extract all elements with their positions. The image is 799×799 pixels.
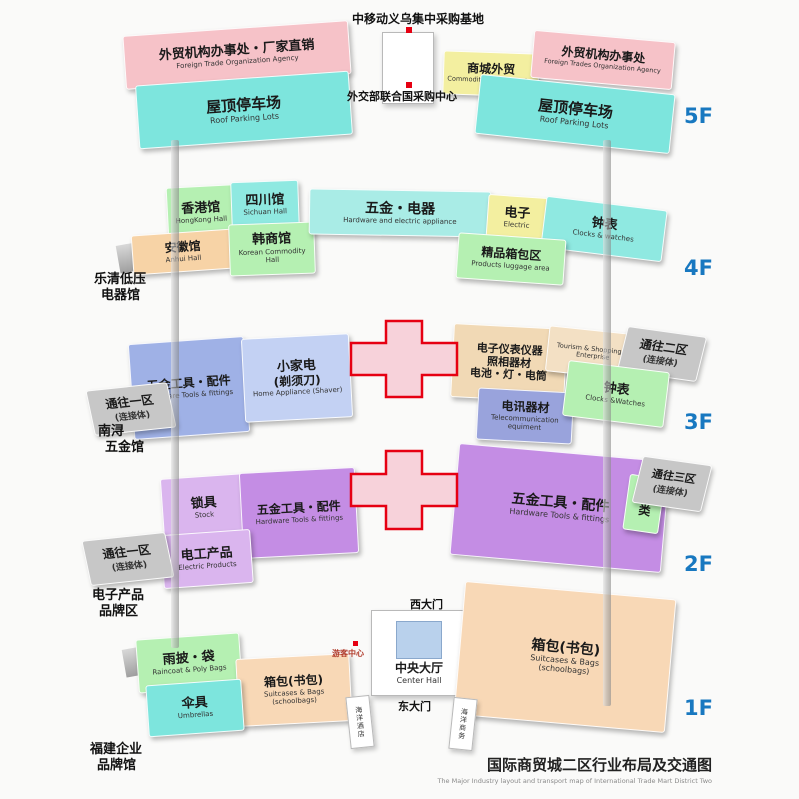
crossroad-shape-2f bbox=[349, 449, 459, 531]
f1-side-note: 福建企业 品牌馆 bbox=[90, 742, 142, 775]
f2-side-note-line1: 电子产品 bbox=[92, 588, 145, 603]
f5-center-building bbox=[382, 32, 434, 104]
f1-bags-right-block: 箱包(书包) Suitcases & Bags (schoolbags) bbox=[453, 581, 677, 733]
f2-to-district3-connector: 通往三区 (连接体) bbox=[631, 455, 713, 513]
floor-label-4f: 4F bbox=[684, 256, 713, 280]
f3-to-district1-sub: (连接体) bbox=[114, 410, 152, 425]
f1-visitor-center-label: 游客中心 bbox=[332, 649, 364, 658]
map-caption-en: The Major Industry layout and transport … bbox=[437, 777, 712, 785]
f4-hardware-electric-en: Hardware and electric appliance bbox=[343, 216, 457, 227]
f4-sichuan-hall-zh: 四川馆 bbox=[245, 191, 285, 209]
f4-hardware-electric-block: 五金・电器 Hardware and electric appliance bbox=[308, 188, 492, 238]
f1-center-hall-core bbox=[396, 621, 442, 659]
f2-to-district1-sub: (连接体) bbox=[111, 560, 149, 575]
f3-instruments-line3: 电池・灯・电筒 bbox=[469, 366, 548, 384]
f2-side-note: 电子产品 品牌区 bbox=[92, 588, 144, 621]
map-caption: 国际商贸城二区行业布局及交通图 The Major Industry layou… bbox=[400, 754, 712, 785]
map-caption-zh: 国际商贸城二区行业布局及交通图 bbox=[486, 756, 712, 774]
f1-side-note-line2: 品牌馆 bbox=[97, 758, 137, 774]
f3-telecom-block: 电讯器材 Telecommunication equiment bbox=[475, 387, 575, 445]
f4-korean-hall-zh: 韩商馆 bbox=[251, 231, 292, 249]
f3-telecom-en: Telecommunication equiment bbox=[490, 413, 559, 432]
f4-hongkong-hall-en: HongKong Hall bbox=[175, 215, 228, 226]
f1-side-note-line1: 福建企业 bbox=[90, 742, 143, 757]
f5-roof-parking-left-block: 屋顶停车场 Roof Parking Lots bbox=[135, 70, 353, 150]
red-marker-dot-top bbox=[406, 27, 412, 33]
f4-side-note-line2: 电器馆 bbox=[101, 288, 141, 304]
f4-side-note: 乐清低压 电器馆 bbox=[94, 272, 146, 305]
f5-top-annotation: 中移动义乌集中采购基地 bbox=[352, 12, 485, 26]
f2-to-district1-connector: 通往一区 (连接体) bbox=[81, 531, 175, 587]
f1-umbrellas-block: 伞具 Umbrellas bbox=[145, 678, 245, 738]
f4-korean-hall-block: 韩商馆 Korean Commodity Hall bbox=[228, 221, 316, 277]
f1-bags-left-block: 箱包(书包) Suitcases & Bags (schoolbags) bbox=[235, 653, 353, 727]
visitor-center-dot bbox=[353, 641, 358, 646]
f3-side-note-line1: 南浔 bbox=[98, 424, 125, 439]
f3-clocks-block: 钟表 Clocks &Watches bbox=[561, 359, 671, 429]
f1-center-hall-en: Center Hall bbox=[396, 675, 442, 685]
f1-center-hall-block: 中央大厅 Center Hall bbox=[371, 610, 467, 696]
f3-side-note: 南浔 五金馆 bbox=[98, 424, 144, 457]
floor-label-3f: 3F bbox=[684, 410, 713, 434]
f4-anhui-hall-block: 安徽馆 Anhui Hall bbox=[130, 228, 236, 276]
f1-bags-left-en2: (schoolbags) bbox=[272, 695, 318, 707]
f3-side-note-line2: 五金馆 bbox=[105, 440, 145, 456]
f2-side-note-line2: 品牌区 bbox=[99, 604, 139, 620]
f1-west-gate-label: 西大门 bbox=[410, 598, 443, 611]
f3-home-appliance-block: 小家电 (剃须刀) Home Appliance (Shaver) bbox=[240, 333, 354, 423]
f1-ocean-hotel-block: 海洋酒店 bbox=[345, 694, 375, 750]
f4-luggage-block: 精品箱包区 Products luggage area bbox=[455, 232, 567, 286]
f5-un-procurement-annotation: 外交部联合国采购中心 bbox=[347, 90, 457, 103]
f1-ocean-hotel-label: 海洋酒店 bbox=[354, 705, 366, 739]
f4-hardware-electric-zh: 五金・电器 bbox=[364, 200, 436, 218]
f2-locks-en: Stock bbox=[194, 510, 215, 521]
crossroad-shape-3f bbox=[349, 319, 459, 399]
f4-electric-en: Electric bbox=[503, 220, 530, 231]
f1-east-gate-label: 东大门 bbox=[398, 700, 431, 713]
f1-ocean-business-label: 海洋商务 bbox=[457, 707, 469, 741]
f1-center-hall-zh: 中央大厅 bbox=[394, 661, 443, 675]
f4-sichuan-hall-en: Sichuan Hall bbox=[243, 207, 288, 218]
floor-label-2f: 2F bbox=[684, 552, 713, 576]
f2-hardware-tools-left-block: 五金工具・配件 Hardware Tools & fittings bbox=[238, 467, 360, 559]
f1-umbrellas-en: Umbrellas bbox=[177, 710, 214, 721]
left-elevator-shaft bbox=[171, 140, 179, 648]
f4-korean-hall-en: Korean Commodity Hall bbox=[238, 247, 306, 265]
floor-label-5f: 5F bbox=[684, 104, 713, 128]
f1-ocean-business-block: 海洋商务 bbox=[448, 696, 478, 752]
right-elevator-shaft bbox=[603, 140, 611, 706]
f3-home-appliance-en: Home Appliance (Shaver) bbox=[252, 385, 343, 399]
floor-label-1f: 1F bbox=[684, 696, 713, 720]
red-marker-dot-bottom bbox=[406, 82, 412, 88]
f4-side-note-line1: 乐清低压 bbox=[94, 272, 147, 287]
